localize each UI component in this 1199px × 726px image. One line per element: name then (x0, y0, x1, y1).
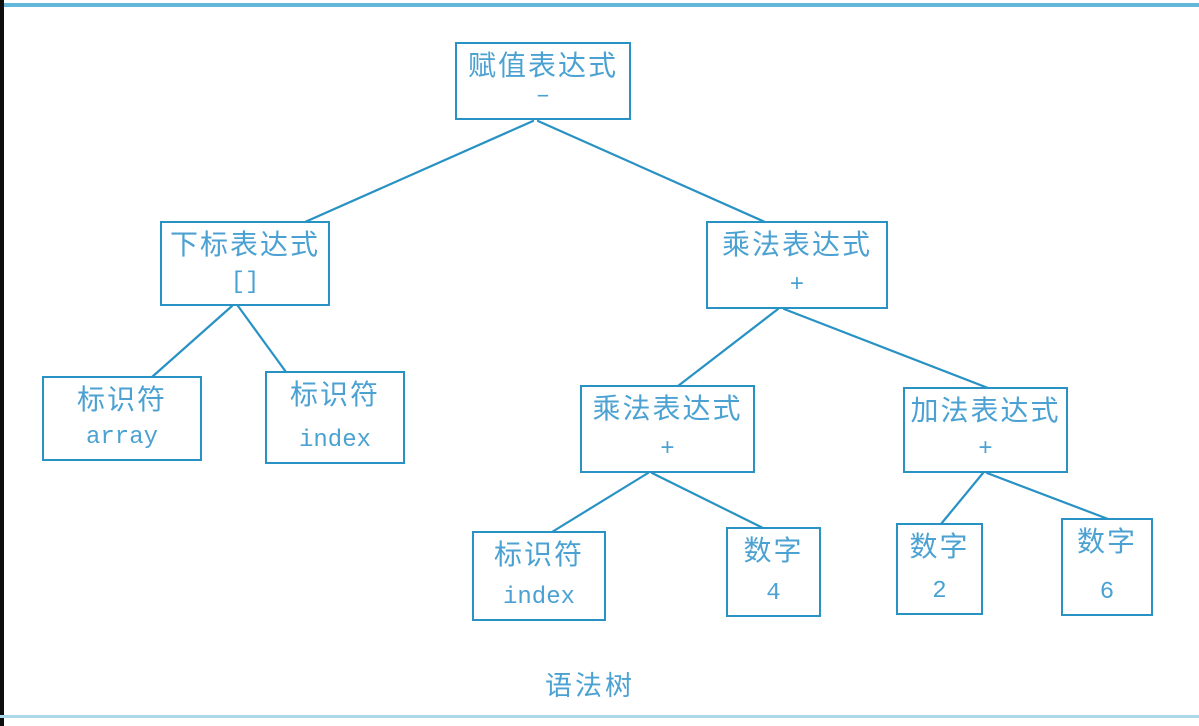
node-label: 数字 (743, 534, 804, 567)
node-addition-expression: 加法表达式 + (903, 387, 1068, 473)
node-assignment-expression: 赋值表达式 – (455, 42, 631, 120)
edge-mul2-index (550, 471, 650, 534)
node-value: index (298, 427, 371, 454)
node-label: 乘法表达式 (721, 228, 872, 261)
node-operator: + (789, 272, 805, 299)
edge-subscript-array (150, 304, 234, 379)
node-label: 下标表达式 (169, 228, 320, 261)
node-multiplication-expression-2: 乘法表达式 + (580, 385, 755, 473)
diagram-caption: 语法树 (545, 671, 635, 702)
node-number-4: 数字 4 (726, 527, 821, 617)
node-operator: – (535, 83, 551, 110)
node-operator: + (660, 436, 675, 463)
node-value: 4 (766, 580, 781, 607)
node-identifier-array: 标识符 array (42, 376, 202, 461)
left-edge-bar (0, 0, 4, 726)
edge-mul1-add (782, 307, 990, 390)
node-label: 数字 (1076, 525, 1137, 558)
edge-root-mul1 (536, 119, 767, 224)
node-value: index (502, 584, 575, 611)
node-label: 加法表达式 (910, 394, 1061, 427)
node-operator: [] (230, 269, 260, 296)
node-operator: + (978, 436, 993, 463)
node-label: 赋值表达式 (467, 49, 618, 82)
edge-add-num2 (939, 471, 985, 526)
node-number-2: 数字 2 (896, 523, 983, 615)
node-value: array (85, 424, 158, 451)
edge-mul1-mul2 (676, 307, 780, 388)
node-label: 乘法表达式 (592, 392, 743, 425)
edge-mul2-num4 (650, 471, 765, 530)
node-number-6: 数字 6 (1061, 518, 1153, 616)
node-identifier-index-2: 标识符 index (472, 531, 606, 621)
node-label: 数字 (909, 530, 970, 563)
bottom-rule (0, 715, 1199, 718)
node-identifier-index-1: 标识符 index (265, 371, 405, 464)
edge-add-num6 (985, 471, 1110, 521)
node-label: 标识符 (289, 378, 380, 411)
edge-subscript-index (236, 304, 288, 374)
node-subscript-expression: 下标表达式 [] (160, 221, 330, 306)
node-label: 标识符 (493, 538, 584, 571)
node-value: 6 (1099, 579, 1115, 606)
top-rule (0, 3, 1199, 7)
node-label: 标识符 (76, 383, 167, 416)
node-multiplication-expression-1: 乘法表达式 + (706, 221, 888, 309)
edge-root-subscript (303, 119, 535, 224)
node-value: 2 (932, 578, 947, 605)
